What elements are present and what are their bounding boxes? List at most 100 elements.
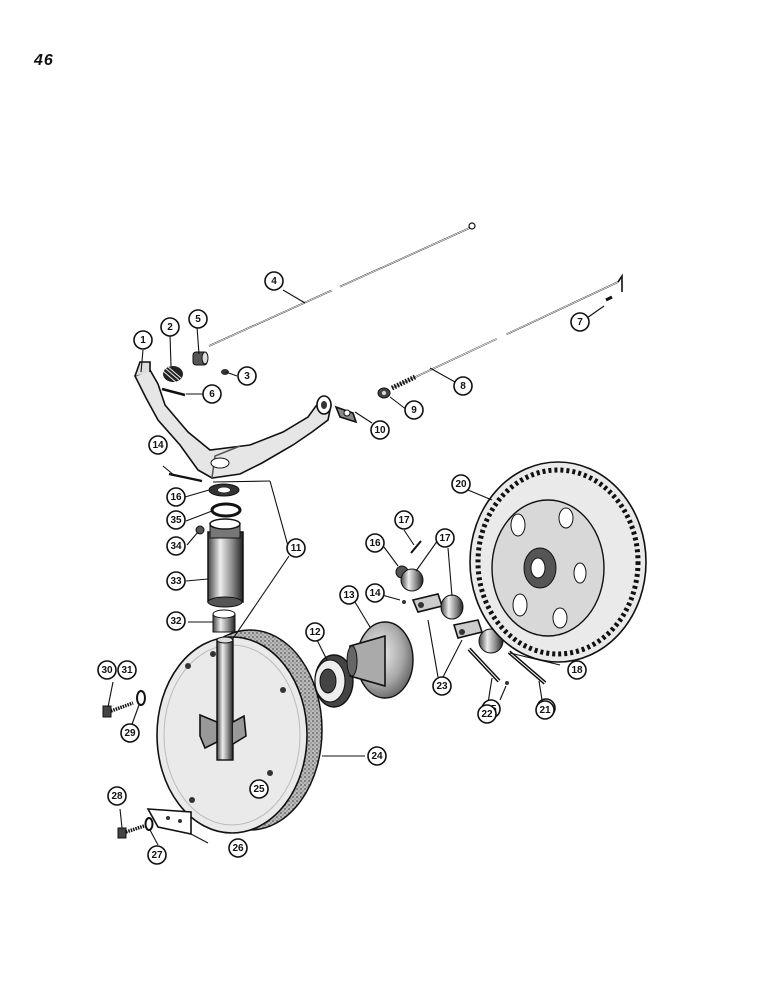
callout-4: 4	[264, 271, 284, 291]
bushing-30	[212, 609, 236, 633]
callout-label: 22	[481, 709, 493, 720]
callout-label: 16	[369, 538, 381, 549]
callout-circle	[166, 487, 186, 507]
callout-circle	[404, 400, 424, 420]
callout-label: 32	[170, 616, 182, 627]
callout-circle	[166, 611, 186, 631]
callout-circle	[535, 700, 555, 720]
callout-circle	[264, 271, 284, 291]
callout-label: 33	[170, 576, 182, 587]
callout-circle	[120, 723, 140, 743]
callout-25: 25	[249, 779, 269, 799]
callout-3: 3	[237, 366, 257, 386]
callout-26: 26	[228, 838, 248, 858]
leader-lines	[107, 289, 605, 846]
pin-14-lower	[505, 681, 509, 685]
callout-label: 31	[121, 665, 133, 676]
callout-24: 24	[367, 746, 387, 766]
callout-29: 29	[120, 723, 140, 743]
callout-label: 10	[374, 425, 386, 436]
pin-20	[467, 647, 501, 683]
callout-circle	[188, 309, 208, 329]
callout-circle	[166, 571, 186, 591]
washer-3	[221, 369, 229, 375]
washer-25	[144, 817, 154, 831]
callout-14: 14	[148, 435, 168, 455]
callout-label: 14	[369, 588, 381, 599]
bearing-12	[314, 654, 354, 708]
callout-circle	[237, 366, 257, 386]
callout-9: 9	[404, 400, 424, 420]
callout-35: 35	[166, 510, 186, 530]
callout-circle	[148, 435, 168, 455]
callout-circle	[305, 622, 325, 642]
callout-5: 5	[188, 309, 208, 329]
callout-circle	[567, 660, 587, 680]
callout-17: 17	[394, 510, 414, 530]
callout-label: 23	[436, 681, 448, 692]
pin-14	[402, 600, 406, 604]
callout-22: 22	[477, 704, 497, 724]
callout-circle	[160, 317, 180, 337]
callout-circle	[117, 660, 137, 680]
callout-label: 13	[343, 590, 355, 601]
callout-circle	[202, 384, 222, 404]
callout-31: 31	[117, 660, 137, 680]
callout-label: 3	[244, 371, 250, 382]
callout-label: 5	[195, 314, 201, 325]
callout-11: 11	[286, 538, 306, 558]
roller-17-middle	[440, 594, 464, 620]
roller-17-upper	[400, 568, 424, 592]
link-21	[411, 593, 444, 613]
callout-28: 28	[107, 786, 127, 806]
callout-label: 20	[455, 479, 467, 490]
callout-34: 34	[166, 536, 186, 556]
link-21-lower	[452, 619, 484, 639]
callout-label: 8	[460, 381, 466, 392]
callout-label: 30	[101, 665, 113, 676]
callout-circle	[432, 676, 452, 696]
callout-circle	[477, 704, 497, 724]
callout-18: 18	[567, 660, 587, 680]
callout-1: 1	[133, 330, 153, 350]
callout-circle	[133, 330, 153, 350]
callout-label: 28	[111, 791, 123, 802]
plate-24	[146, 808, 192, 835]
callout-label: 27	[151, 850, 163, 861]
shifter-lever-11	[133, 361, 332, 479]
callout-label: 26	[232, 843, 244, 854]
bolt-28	[102, 701, 134, 718]
callout-32: 32	[166, 611, 186, 631]
shift-shaft	[199, 636, 247, 761]
callout-label: 6	[209, 389, 215, 400]
pin-16	[410, 540, 422, 554]
bushing-9	[377, 387, 391, 399]
callout-circle	[451, 474, 471, 494]
callout-label: 9	[411, 405, 417, 416]
callout-30: 30	[97, 660, 117, 680]
shaft-housing-31	[195, 518, 244, 608]
callout-circle	[365, 583, 385, 603]
callout-circle	[97, 660, 117, 680]
callout-label: 29	[124, 728, 136, 739]
callout-label: 18	[571, 665, 583, 676]
callout-label: 12	[309, 627, 321, 638]
callout-label: 25	[253, 784, 265, 795]
throwout-collar-13	[346, 621, 414, 699]
callout-circle	[286, 538, 306, 558]
gear-18	[469, 461, 647, 663]
bushing-5	[192, 351, 209, 366]
rod-8	[391, 273, 623, 389]
callout-label: 2	[167, 322, 173, 333]
callout-circle	[365, 533, 385, 553]
rod-4	[208, 222, 476, 347]
callout-16: 16	[166, 487, 186, 507]
callout-label: 11	[291, 543, 302, 554]
callout-bubbles: 1234567891011121314151617191718202122232…	[97, 271, 590, 865]
callout-12: 12	[305, 622, 325, 642]
callout-label: 35	[170, 515, 182, 526]
clevis-pin-10	[334, 405, 358, 424]
callout-7: 7	[570, 312, 590, 332]
callout-label: 4	[271, 276, 277, 287]
